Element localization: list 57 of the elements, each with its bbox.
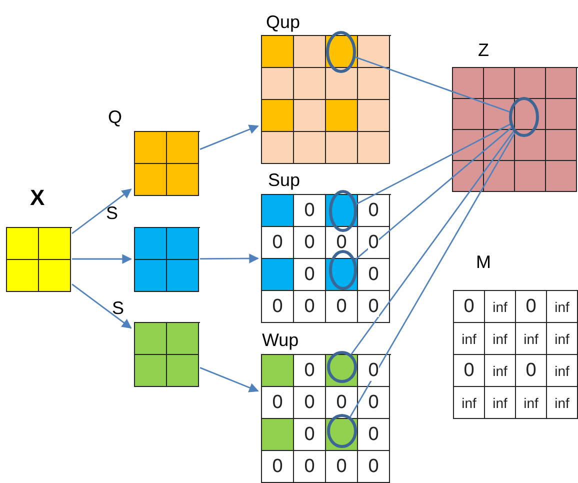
matrix-label: Q <box>108 106 122 128</box>
table-cell: inf <box>547 387 578 419</box>
arrow <box>200 367 259 392</box>
connector-line <box>355 56 510 112</box>
table-cell: 0 <box>516 291 547 323</box>
table-cell: inf <box>454 387 485 419</box>
connector-line <box>350 132 516 418</box>
matrix-cell: 0 <box>262 451 294 483</box>
matrix-cell: 0 <box>358 387 390 419</box>
highlight-circle <box>327 414 357 448</box>
table-cell: inf <box>485 291 516 323</box>
matrix-label: Z <box>478 39 489 61</box>
table-cell: inf <box>516 323 547 355</box>
matrix-cell: 0 <box>358 451 390 483</box>
matrix-cell: 0 <box>326 451 358 483</box>
matrix-label: X <box>30 187 45 209</box>
table-cell: inf <box>547 355 578 387</box>
table-cell: inf <box>485 355 516 387</box>
matrix-cell: 0 <box>358 291 390 323</box>
arrow <box>72 254 132 264</box>
arrow <box>200 124 259 150</box>
matrix-label: Sup <box>268 169 300 191</box>
matrix-cell: 0 <box>358 195 390 227</box>
matrix-label: S <box>106 202 118 224</box>
table-cell: inf <box>485 323 516 355</box>
table-cell: 0 <box>516 355 547 387</box>
matrix-cell: 0 <box>294 291 326 323</box>
matrix-cell: 0 <box>358 355 390 387</box>
table-cell: 0 <box>454 355 485 387</box>
matrix-label: M <box>476 251 491 273</box>
matrix-cell: 0 <box>262 291 294 323</box>
matrix-label: S <box>112 297 124 319</box>
matrix-cell: 0 <box>358 419 390 451</box>
highlight-circle <box>329 250 357 290</box>
table-cell: 0 <box>454 291 485 323</box>
table-cell: inf <box>454 323 485 355</box>
matrix-cell: 0 <box>326 291 358 323</box>
matrix-cell: 0 <box>358 259 390 291</box>
matrix-cell: 0 <box>294 451 326 483</box>
table-cell: inf <box>485 387 516 419</box>
table-cell: inf <box>547 291 578 323</box>
matrix-label: Qup <box>266 11 300 33</box>
highlight-circle <box>329 190 357 232</box>
matrix-label: Wup <box>262 329 299 351</box>
highlight-circle <box>509 97 539 137</box>
matrix-cell: 0 <box>294 387 326 419</box>
connector-line <box>350 130 514 355</box>
arrow <box>200 254 259 264</box>
matrix-cell: 0 <box>294 227 326 259</box>
table-cell: inf <box>547 323 578 355</box>
connector-line <box>356 124 510 205</box>
table-cell: inf <box>516 387 547 419</box>
arrow <box>72 188 132 234</box>
arrow <box>72 284 132 329</box>
matrix-cell: 0 <box>358 227 390 259</box>
matrix-cell: 0 <box>326 387 358 419</box>
highlight-circle <box>326 31 356 73</box>
